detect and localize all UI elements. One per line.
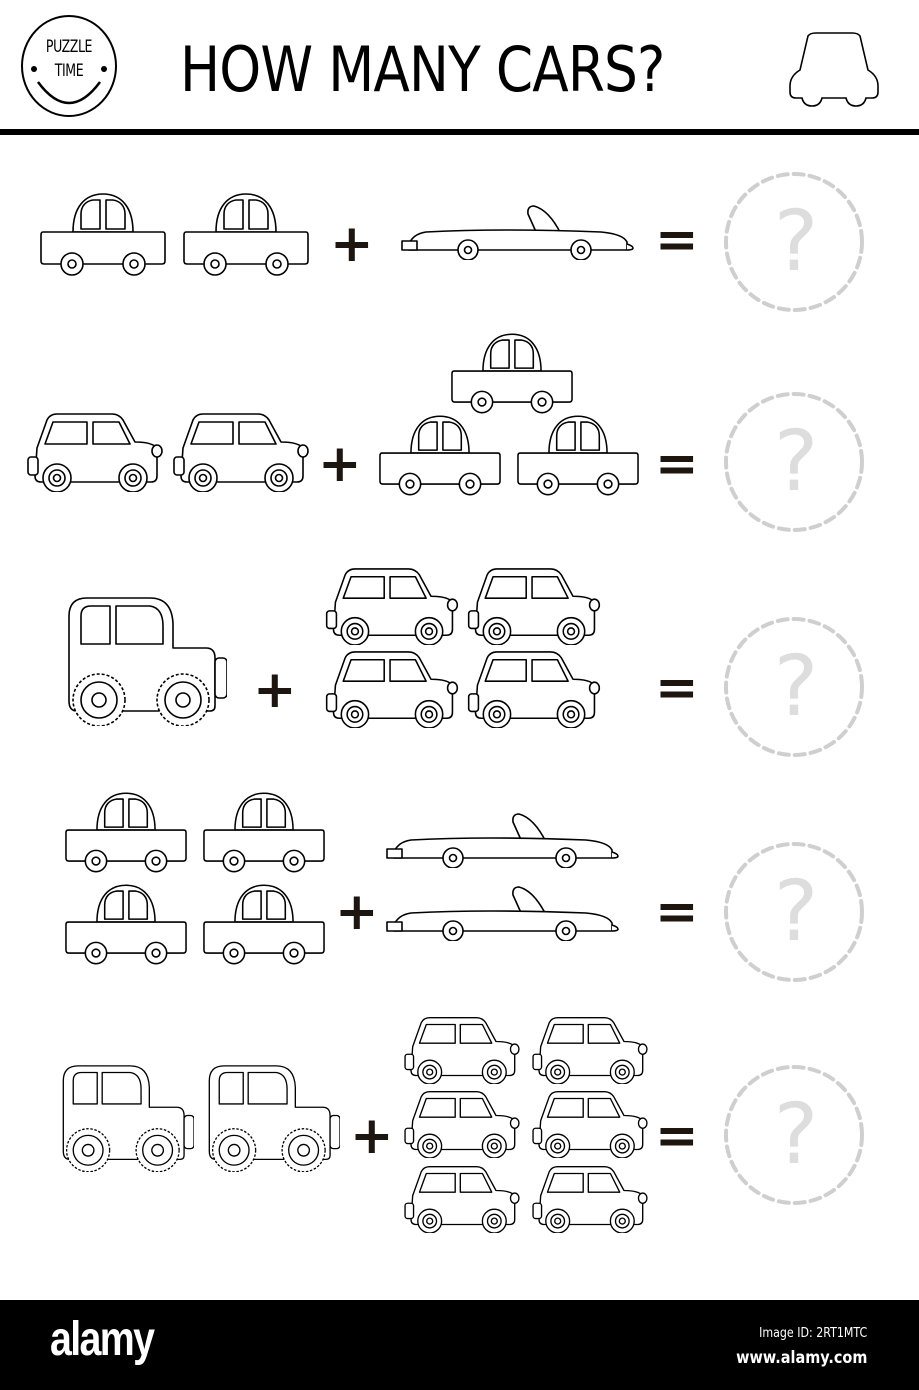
hatchback-car-icon xyxy=(325,650,459,728)
plus-sign: + xyxy=(253,660,297,720)
sedan-car-icon xyxy=(203,790,325,874)
hatchback-car-icon xyxy=(403,1165,521,1233)
plus-sign: + xyxy=(330,214,374,274)
sedan-car-icon xyxy=(451,331,573,415)
sedan-car-icon xyxy=(65,882,187,966)
image-id-label: Image ID: 2RT1MTC xyxy=(758,1326,867,1341)
question-mark: ? xyxy=(773,412,819,510)
logo-line-puzzle: PUZZLE xyxy=(45,37,93,57)
hatchback-car-icon xyxy=(531,1165,649,1233)
plus-sign: + xyxy=(350,1106,394,1166)
hatchback-car-icon xyxy=(27,412,163,492)
sedan-car-icon xyxy=(379,413,501,497)
equals-sign: = xyxy=(655,1106,699,1166)
equals-sign: = xyxy=(655,210,699,270)
hatchback-car-icon xyxy=(467,567,601,645)
page-title: HOW MANY CARS? xyxy=(180,33,665,106)
hatchback-car-icon xyxy=(403,1090,521,1158)
hatchback-car-icon xyxy=(467,650,601,728)
jeep-car-icon xyxy=(206,1064,340,1172)
footer-bar xyxy=(0,1300,919,1390)
plus-sign: + xyxy=(318,434,362,494)
convertible-car-icon xyxy=(386,812,622,868)
question-mark: ? xyxy=(773,637,819,735)
equals-sign: = xyxy=(655,658,699,718)
question-mark: ? xyxy=(773,1085,819,1183)
jeep-car-icon xyxy=(60,1064,194,1172)
hatchback-car-icon xyxy=(173,412,309,492)
question-mark: ? xyxy=(773,862,819,960)
jeep-car-icon xyxy=(65,596,227,726)
car-outline-front-icon xyxy=(789,32,879,107)
convertible-car-icon xyxy=(401,204,637,260)
site-url[interactable]: www.alamy.com xyxy=(735,1348,867,1368)
sedan-car-icon xyxy=(183,192,309,276)
header-divider xyxy=(0,129,919,135)
plus-sign: + xyxy=(335,882,379,942)
question-mark: ? xyxy=(773,192,819,290)
alamy-logo: alamy xyxy=(50,1313,155,1366)
equals-sign: = xyxy=(655,434,699,494)
sedan-car-icon xyxy=(203,882,325,966)
sedan-car-icon xyxy=(517,413,639,497)
sedan-car-icon xyxy=(40,192,166,276)
puzzle-time-logo: PUZZLE TIME xyxy=(20,14,118,118)
equals-sign: = xyxy=(655,882,699,942)
logo-circle-icon xyxy=(21,15,117,117)
hatchback-car-icon xyxy=(531,1090,649,1158)
hatchback-car-icon xyxy=(531,1016,649,1084)
hatchback-car-icon xyxy=(325,567,459,645)
hatchback-car-icon xyxy=(403,1016,521,1084)
convertible-car-icon xyxy=(386,885,622,941)
sedan-car-icon xyxy=(65,790,187,874)
logo-line-time: TIME xyxy=(54,61,84,81)
